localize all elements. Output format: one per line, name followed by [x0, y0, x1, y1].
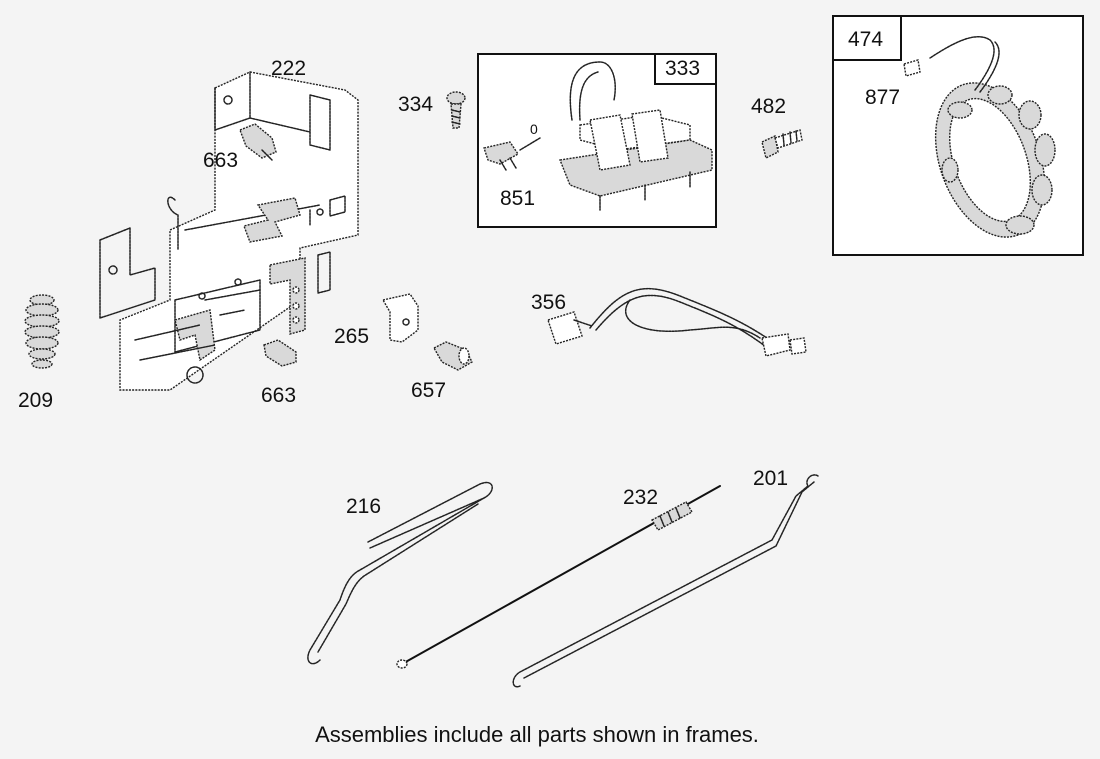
alternator-877-drawing [903, 35, 1056, 238]
screw-657-drawing [433, 341, 473, 371]
screw-663-upper-drawing [239, 123, 277, 161]
frame-333-tag: 333 [665, 57, 701, 80]
part-label-265: 265 [334, 325, 370, 348]
screw-663-lower-drawing [263, 339, 297, 367]
link-216-drawing [307, 481, 493, 665]
part-label-201: 201 [753, 467, 789, 490]
ignition-coil-851-drawing [483, 61, 713, 211]
part-label-209: 209 [18, 389, 54, 412]
part-label-663-lower: 663 [261, 384, 297, 407]
clip-265-drawing [381, 293, 419, 343]
part-label-222: 222 [271, 57, 307, 80]
part-label-663-upper: 663 [203, 149, 239, 172]
part-label-657: 657 [411, 379, 447, 402]
part-label-334: 334 [398, 93, 434, 116]
rod-232-drawing [396, 485, 721, 669]
part-label-356: 356 [531, 291, 567, 314]
link-201-drawing [512, 474, 819, 688]
coil-mark: 0 [530, 121, 538, 137]
part-label-482: 482 [751, 95, 787, 118]
part-label-216: 216 [346, 495, 382, 518]
screw-334-drawing [446, 91, 466, 129]
spring-209-drawing [24, 294, 60, 369]
diagram-caption: Assemblies include all parts shown in fr… [315, 722, 759, 747]
part-label-877: 877 [865, 86, 901, 109]
frame-474-tag: 474 [848, 28, 884, 51]
part-label-232: 232 [623, 486, 659, 509]
ground-wire-356-drawing [547, 288, 807, 357]
screw-482-drawing [761, 129, 803, 160]
control-bracket-drawing [99, 71, 359, 391]
part-label-851: 851 [500, 187, 536, 210]
